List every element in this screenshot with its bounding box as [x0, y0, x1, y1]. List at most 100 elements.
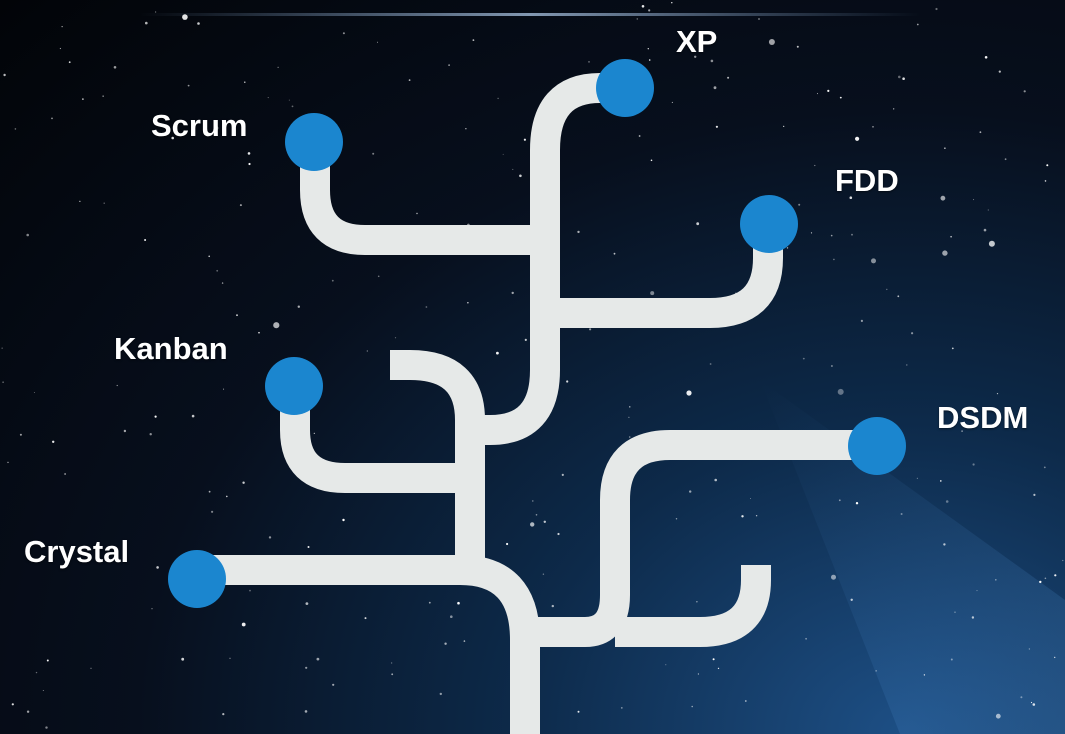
star: [827, 89, 830, 92]
star: [236, 314, 238, 317]
star: [61, 26, 63, 28]
star: [871, 258, 876, 264]
star: [226, 495, 228, 498]
star: [197, 22, 200, 25]
star: [613, 252, 616, 255]
star: [297, 305, 300, 308]
star: [277, 66, 279, 68]
star: [416, 212, 418, 215]
star: [1044, 180, 1047, 182]
star: [267, 97, 269, 99]
star: [2, 381, 4, 384]
star: [90, 667, 92, 669]
star: [830, 365, 833, 367]
star: [519, 174, 522, 178]
star: [156, 566, 159, 569]
star: [428, 601, 431, 604]
star: [1062, 559, 1064, 562]
branch-to-xp: [470, 73, 625, 445]
star: [145, 21, 148, 25]
star: [872, 126, 874, 128]
star: [366, 350, 368, 352]
star: [577, 710, 580, 713]
star: [814, 164, 816, 167]
star: [1054, 574, 1057, 577]
node-fdd[interactable]: [740, 195, 798, 253]
star: [671, 2, 673, 4]
star: [247, 152, 251, 155]
star: [850, 598, 853, 601]
branch-kanban: [280, 395, 470, 493]
star: [467, 302, 469, 304]
star: [648, 59, 651, 61]
star: [472, 39, 475, 41]
star: [647, 48, 649, 50]
star: [972, 463, 975, 466]
star: [1044, 577, 1047, 580]
star: [273, 322, 280, 329]
star: [566, 380, 569, 383]
star: [42, 690, 44, 691]
star: [171, 136, 174, 140]
star: [689, 490, 692, 493]
star: [875, 670, 877, 672]
star: [496, 351, 499, 355]
star: [786, 247, 789, 249]
star: [898, 75, 901, 79]
star: [208, 255, 210, 258]
star: [715, 125, 719, 128]
star: [697, 673, 700, 675]
star: [457, 601, 460, 605]
star: [465, 128, 467, 130]
star: [331, 279, 334, 282]
star: [755, 515, 758, 517]
star: [714, 478, 717, 482]
node-kanban[interactable]: [265, 357, 323, 415]
star: [817, 93, 818, 95]
star: [923, 674, 926, 676]
star: [3, 73, 6, 77]
star: [976, 590, 978, 592]
star: [942, 250, 948, 256]
node-scrum[interactable]: [285, 113, 343, 171]
star: [713, 86, 717, 90]
star: [855, 136, 860, 141]
star: [1033, 493, 1036, 496]
star: [665, 664, 667, 666]
star: [837, 388, 844, 395]
star: [103, 202, 105, 204]
star: [448, 64, 450, 66]
star: [268, 536, 272, 539]
star: [244, 81, 246, 83]
star: [758, 18, 760, 20]
star: [838, 499, 841, 502]
star: [512, 168, 514, 170]
node-xp[interactable]: [596, 59, 654, 117]
light-beam: [760, 380, 1065, 734]
star: [851, 233, 853, 236]
star: [943, 543, 946, 546]
star: [686, 390, 692, 396]
star: [671, 101, 673, 103]
star: [213, 125, 219, 131]
star: [897, 295, 900, 298]
nodes: [168, 59, 906, 608]
star: [313, 432, 315, 434]
star: [305, 602, 309, 605]
star: [222, 713, 225, 716]
branch-dsdm: [530, 430, 875, 647]
star: [425, 306, 428, 308]
node-dsdm[interactable]: [848, 417, 906, 475]
star: [810, 232, 813, 234]
star: [783, 125, 785, 127]
star: [82, 98, 84, 100]
node-crystal[interactable]: [168, 550, 226, 608]
tree-trunk: [205, 555, 540, 734]
star: [886, 288, 888, 291]
star: [532, 500, 534, 502]
star: [26, 710, 30, 713]
star: [916, 477, 919, 479]
star: [831, 574, 836, 580]
star: [1023, 90, 1026, 93]
star: [557, 532, 560, 536]
